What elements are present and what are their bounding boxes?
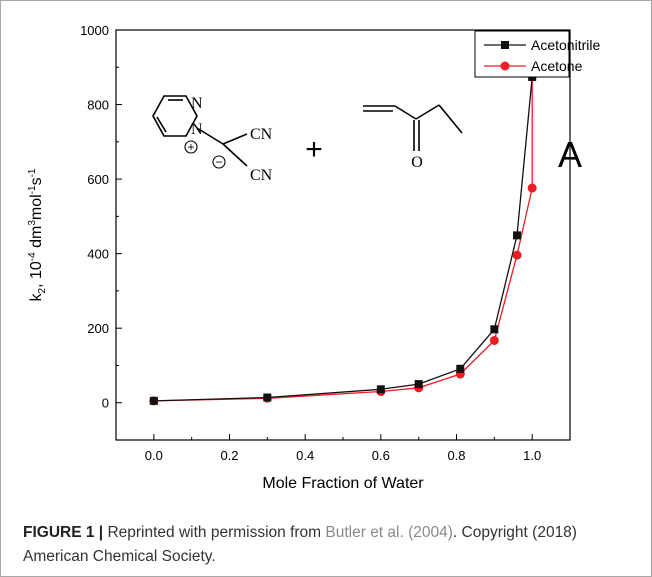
- ring-n-upper: N: [191, 95, 203, 112]
- negative-charge-circle: [212, 155, 226, 169]
- panel-label: A: [558, 134, 582, 175]
- point-acetonitrile: [490, 325, 499, 334]
- point-acetone: [489, 335, 499, 345]
- point-acetonitrile: [456, 364, 465, 373]
- carbonyl-oxygen: O: [411, 154, 423, 171]
- y-title-sub2: 2: [37, 287, 48, 293]
- positive-charge-circle: [184, 140, 198, 154]
- y-title-mol: mol: [28, 194, 45, 220]
- x-tick-label: 1.0: [523, 448, 541, 463]
- figure-caption: FIGURE 1 | Reprinted with permission fro…: [23, 521, 633, 569]
- reactant-enone-structure: [363, 104, 463, 151]
- caption-text-before: Reprinted with permission from: [103, 524, 326, 541]
- legend-box: [474, 30, 570, 78]
- plot-area: [115, 29, 571, 441]
- y-title-exp-mol: -1: [27, 185, 38, 194]
- point-acetonitrile: [513, 231, 522, 240]
- ring-n-lower: N: [191, 121, 203, 138]
- chart: 0.0 0.2 0.4 0.6 0.8 1.0 0 200 400 600 800 1000 Mol…: [27, 23, 600, 492]
- point-acetone: [527, 183, 537, 193]
- point-acetone: [512, 250, 522, 260]
- bond-ch2-ch3: [438, 104, 463, 134]
- x-tick-label: 0.2: [220, 448, 238, 463]
- bond-c-cn-lower: [222, 143, 248, 167]
- legend-label-acetone: Acetone: [531, 58, 583, 74]
- y-title-k: k: [28, 292, 45, 301]
- point-acetonitrile: [149, 396, 158, 405]
- negative-charge: −: [215, 155, 222, 169]
- x-axis-title: Mole Fraction of Water: [262, 475, 424, 492]
- x-axis: 0.0 0.2 0.4 0.6 0.8 1.0: [145, 434, 541, 463]
- y-tick-label: 1000: [80, 23, 109, 38]
- y-title-dm: dm: [28, 226, 45, 253]
- x-tick-label: 0.8: [447, 448, 465, 463]
- series-layer: [149, 72, 537, 406]
- series-line-acetone: [153, 77, 533, 402]
- bond-n-c: [196, 127, 224, 145]
- y-tick-label: 200: [87, 321, 109, 336]
- reaction-plus: +: [305, 133, 323, 166]
- bond-c-cn-upper: [222, 133, 248, 145]
- caption-text-after: . Copyright (2018) American Chemical Soc…: [23, 524, 577, 565]
- positive-charge: +: [187, 140, 194, 154]
- y-tick-label: 800: [87, 98, 109, 113]
- y-title-exp-s: -1: [27, 168, 38, 177]
- legend-marker-acetone: [500, 61, 510, 71]
- caption-citation-link[interactable]: Butler et al. (2004): [325, 524, 453, 541]
- bond-carbonyl-ch2: [415, 104, 440, 120]
- ring-double-bond-1: [156, 116, 167, 133]
- x-tick-label: 0.0: [145, 448, 163, 463]
- y-tick-label: 0: [102, 396, 109, 411]
- y-tick-label: 400: [87, 247, 109, 262]
- x-tick-label: 0.4: [296, 448, 314, 463]
- caption-label: FIGURE 1 |: [23, 524, 104, 541]
- cn-lower: CN: [250, 167, 273, 184]
- legend-label-acetonitrile: Acetonitrile: [531, 37, 600, 53]
- legend: Acetonitrile Acetone: [474, 30, 600, 78]
- y-axis-title: k2, 10-4 dm3mol-1s-1: [27, 168, 48, 301]
- y-axis: 0 200 400 600 800 1000: [80, 23, 122, 441]
- legend-marker-acetonitrile: [501, 41, 509, 49]
- pyridazine-ring: [152, 95, 198, 137]
- y-title-exp3: 3: [27, 220, 38, 226]
- bond-vinyl-carbonyl: [394, 105, 417, 120]
- y-tick-label: 600: [87, 172, 109, 187]
- point-acetonitrile: [263, 393, 272, 402]
- y-title-ten: , 10: [28, 261, 45, 288]
- x-tick-label: 0.6: [372, 448, 390, 463]
- series-line-acetonitrile: [153, 76, 533, 402]
- point-acetonitrile: [376, 385, 385, 394]
- cn-upper: CN: [250, 126, 273, 143]
- point-acetonitrile: [414, 380, 423, 389]
- reactant-ylide-structure: [152, 95, 248, 167]
- y-title-s: s: [28, 177, 45, 185]
- y-title-exp4: -4: [27, 252, 38, 261]
